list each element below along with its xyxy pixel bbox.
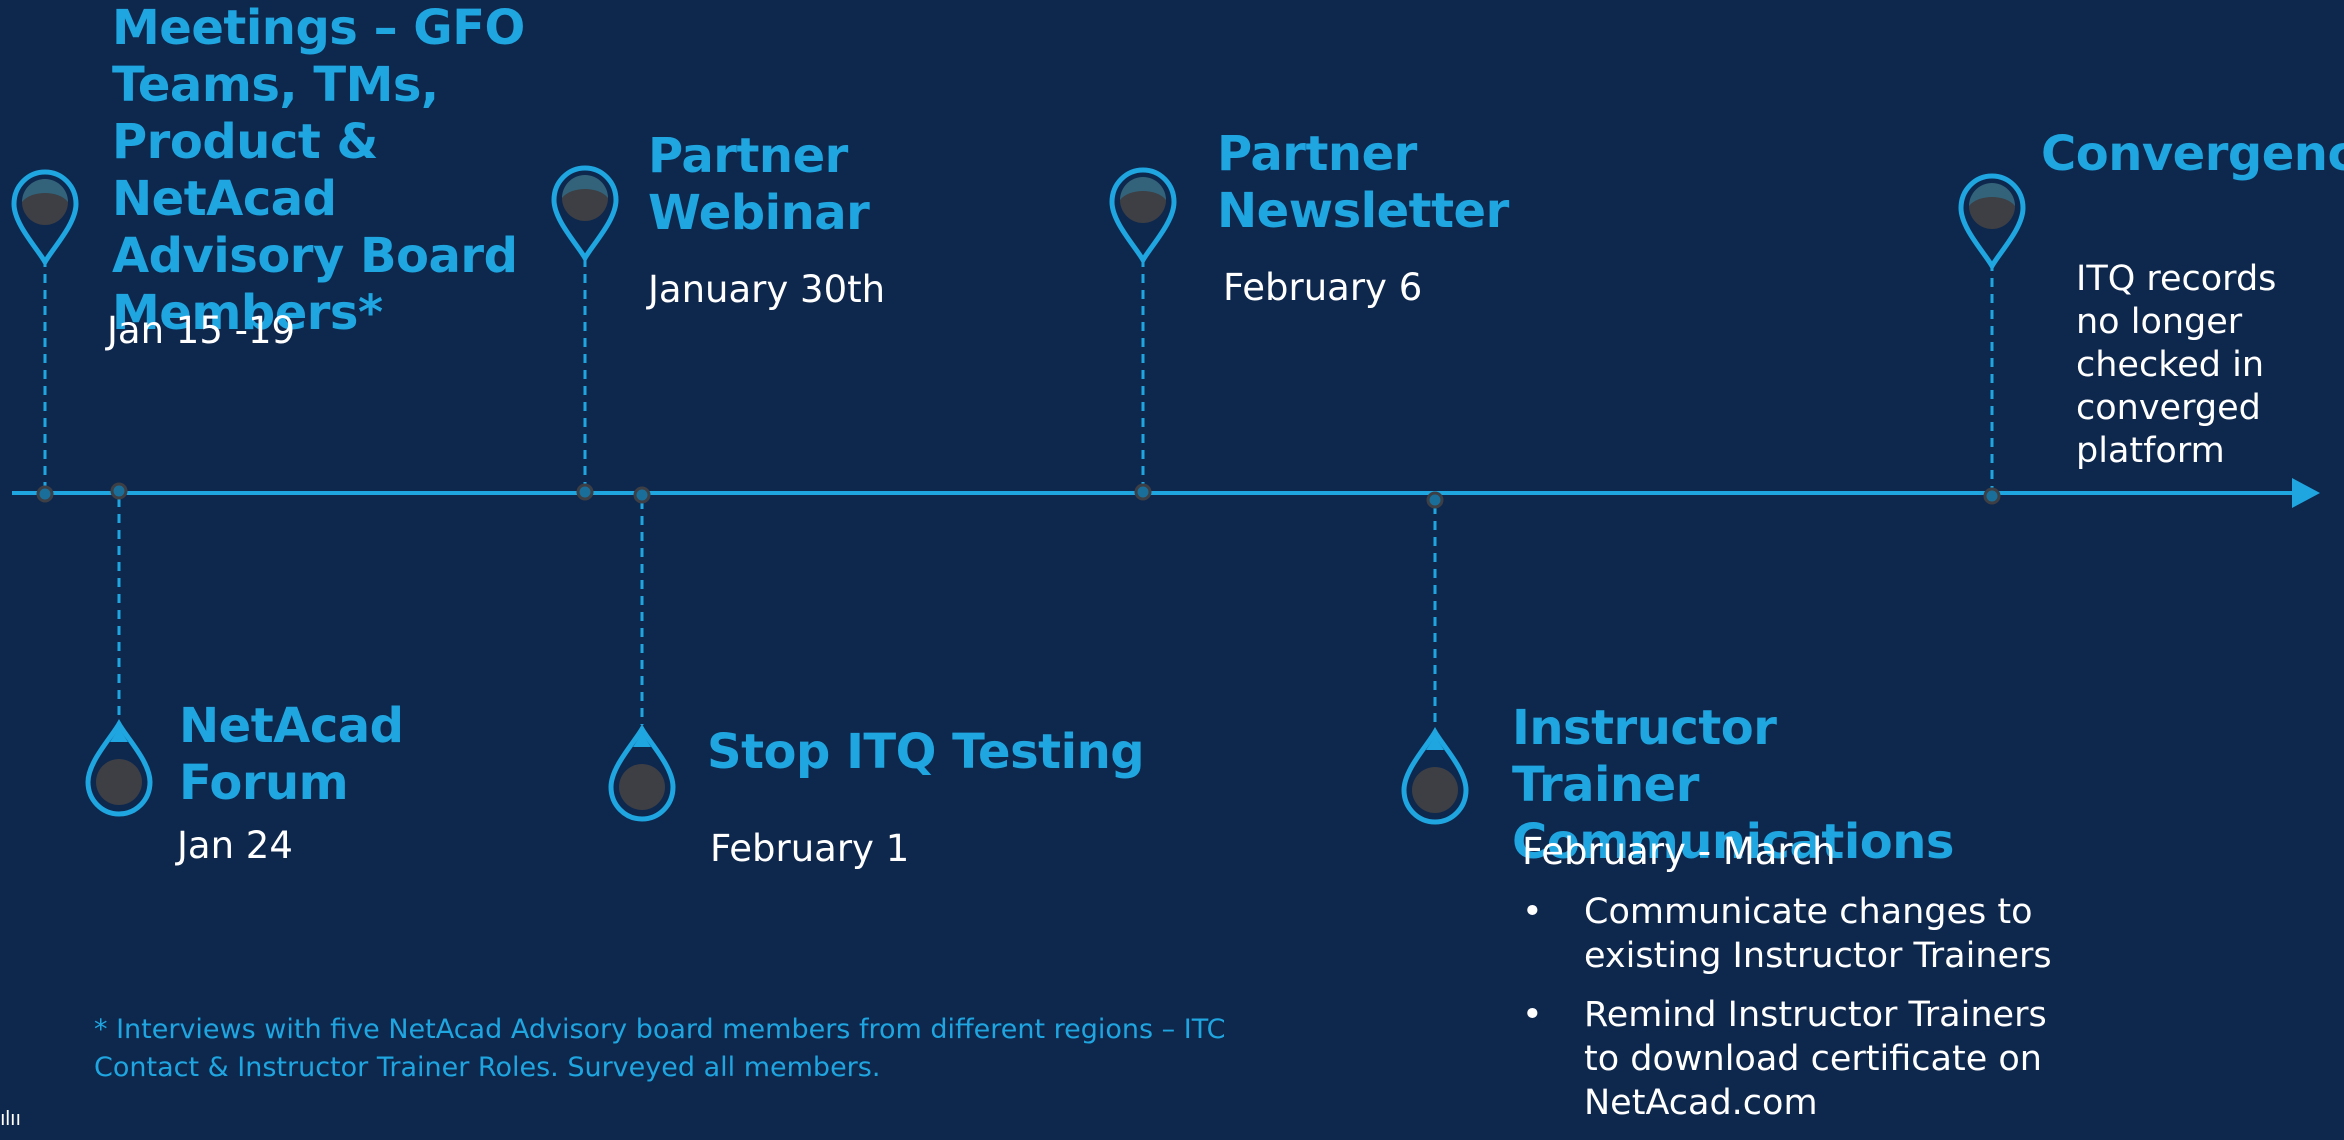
milestone-convergence-title: Convergence <box>2041 126 2344 182</box>
pin-webinar-icon <box>554 168 616 258</box>
milestone-instructor-date: February - March <box>1522 830 1836 873</box>
milestone-stop-itq-title: Stop ITQ Testing <box>707 724 1145 780</box>
footnote: * Interviews with five NetAcad Advisory … <box>94 1014 1226 1083</box>
pin-meetings-icon <box>14 172 76 262</box>
logo-fragment: ılıı <box>0 1108 22 1130</box>
milestone-newsletter-date: February 6 <box>1223 266 1423 309</box>
milestone-forum-title: NetAcad Forum <box>179 698 404 811</box>
node-stop-itq <box>633 486 651 504</box>
node-newsletter <box>1134 483 1152 501</box>
node-instructor <box>1426 491 1444 509</box>
pin-forum-icon <box>88 724 150 814</box>
list-item: • Remind Instructor Trainers to download… <box>1522 993 2082 1125</box>
milestone-webinar-date: January 30th <box>648 268 886 311</box>
node-forum <box>110 482 128 500</box>
node-meetings <box>36 485 54 503</box>
timeline-arrowhead <box>2292 478 2320 508</box>
milestone-instructor-title: Instructor Trainer Communications <box>1512 700 1955 870</box>
node-webinar <box>576 483 594 501</box>
list-item: • Communicate changes to existing Instru… <box>1522 890 2082 978</box>
instructor-bullet-list: • Communicate changes to existing Instru… <box>1522 890 2082 1140</box>
milestone-newsletter-title: Partner Newsletter <box>1217 126 1509 239</box>
milestone-meetings-date: Jan 15 -19 <box>107 309 296 352</box>
milestone-webinar-title: Partner Webinar <box>648 128 870 241</box>
milestone-stop-itq-date: February 1 <box>710 827 910 870</box>
bullet-icon: • <box>1522 995 1543 1035</box>
bullet-text: Remind Instructor Trainers to download c… <box>1584 995 2047 1123</box>
pin-newsletter-icon <box>1112 170 1174 260</box>
node-convergence <box>1983 487 2001 505</box>
pin-instructor-icon <box>1404 732 1466 822</box>
bullet-icon: • <box>1522 892 1543 932</box>
milestone-forum-date: Jan 24 <box>177 824 293 867</box>
milestone-convergence-body: ITQ records no longer checked in converg… <box>2076 259 2277 471</box>
pin-stop-itq-icon <box>611 729 673 819</box>
bullet-text: Communicate changes to existing Instruct… <box>1584 892 2052 976</box>
pin-convergence-icon <box>1961 176 2023 266</box>
milestone-meetings-title: Meetings – GFO Teams, TMs, Product & Net… <box>112 0 525 341</box>
